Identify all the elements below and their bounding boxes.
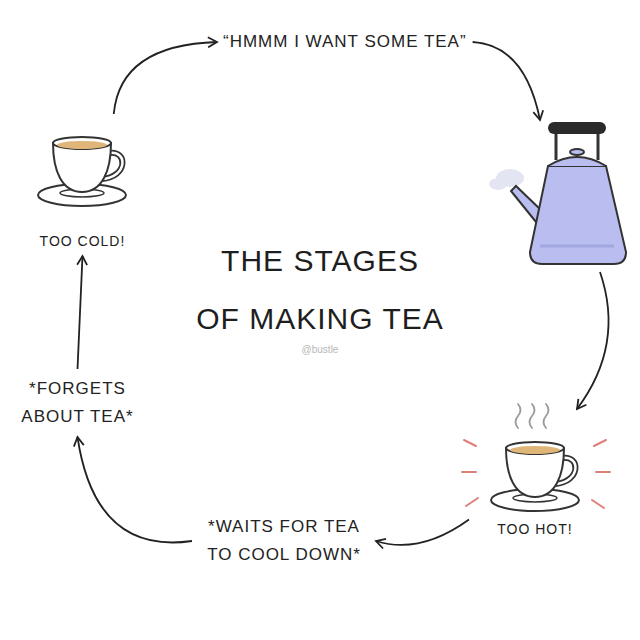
stage-text: “HMMM I WANT SOME TEA” [223,28,467,56]
cycle-arrow-part [473,42,540,120]
stage-label: TOO HOT! [475,520,595,538]
cycle-arrow-part [114,42,217,114]
cycle-arrow-part [78,437,193,542]
cycle-arrow [78,256,83,369]
cycle-arrow-part [376,520,469,545]
stage-label: *FORGETS ABOUT TEA* [15,375,140,431]
stage-text: *FORGETS ABOUT TEA* [15,375,140,431]
cycle-arrow [376,520,469,545]
kettle [489,122,626,264]
cycle-arrow-part [577,272,609,409]
steam [516,404,549,428]
cycle-arrow [114,42,217,114]
cup-stage: TOO COLD! [20,120,145,250]
stage-label: “HMMM I WANT SOME TEA” [223,28,467,56]
title: THE STAGES OF MAKING TEA [195,232,445,348]
cycle-arrow [473,42,609,409]
stage-label: TOO COLD! [20,232,145,250]
cycle-arrow-part [78,256,83,369]
stage-text: *WAITS FOR TEA TO COOL DOWN* [198,513,370,569]
cup-stage: TOO HOT! [475,415,595,538]
hot-rays [462,440,610,508]
hot-cup [491,442,579,511]
cold-cup [38,137,126,206]
cycle-arrow [78,437,193,542]
watermark: @bustle [290,344,350,355]
stage-label: *WAITS FOR TEA TO COOL DOWN* [198,513,370,569]
